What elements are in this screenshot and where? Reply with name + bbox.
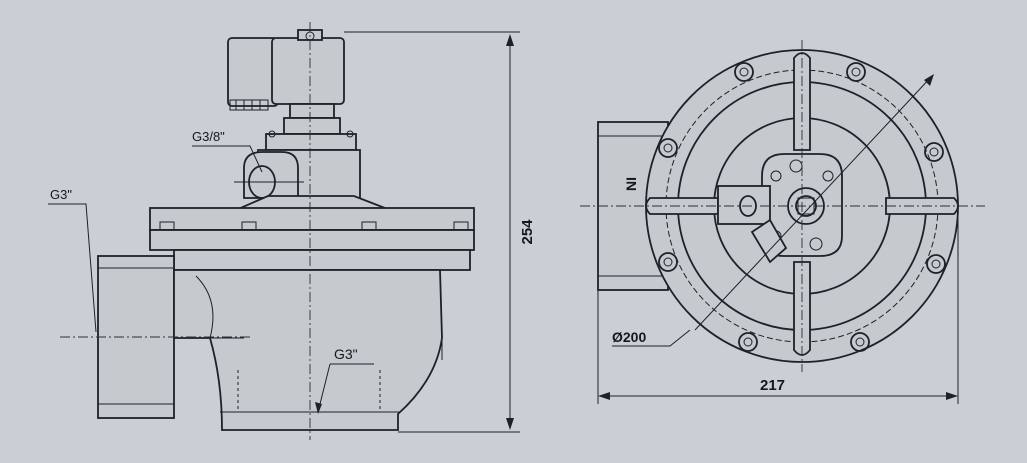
flange-bolts [658, 62, 946, 352]
valve-lower-body [173, 269, 443, 431]
coil-port-leader [192, 145, 263, 173]
outlet-port-label: G3" [334, 346, 358, 362]
solenoid-coil [227, 29, 345, 111]
inlet-port-label: G3" [50, 187, 72, 202]
diameter-line [694, 75, 933, 331]
width-dimension-label: 217 [760, 377, 785, 394]
inlet-port-leader [48, 203, 97, 333]
diameter-dimension-label: Ø200 [612, 329, 646, 345]
block-text-label: NI [623, 177, 639, 191]
coil-port-label: G3/8" [192, 129, 225, 144]
height-dimension-label: 254 [519, 219, 536, 245]
diameter-leader [612, 329, 691, 347]
valve-cover [149, 195, 475, 277]
side-view [48, 22, 520, 440]
top-view [580, 40, 985, 404]
width-dimension [597, 206, 959, 404]
pilot-body [234, 149, 361, 201]
height-dimension [344, 31, 520, 433]
